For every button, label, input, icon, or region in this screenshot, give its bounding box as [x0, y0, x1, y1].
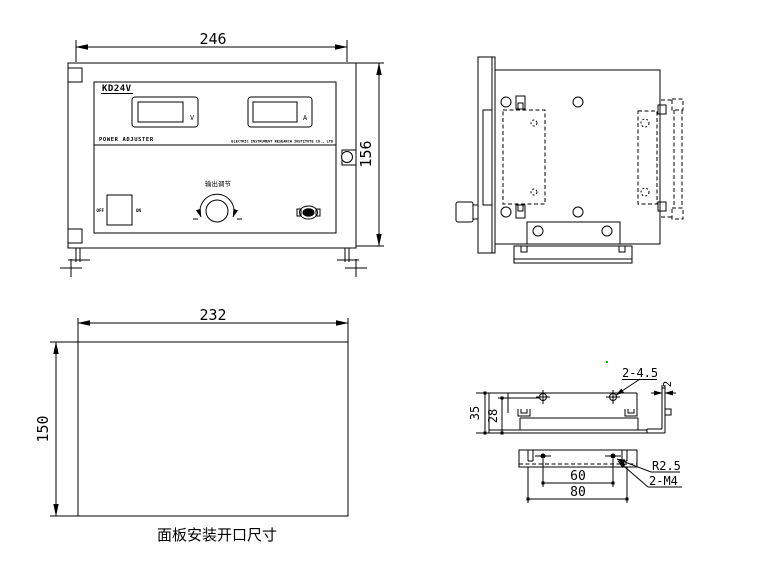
- radius-callout-label: R2.5: [652, 459, 681, 473]
- side-fuse-holder: [341, 149, 357, 166]
- ammeter: A: [247, 96, 313, 128]
- ammeter-unit-label: A: [303, 114, 308, 122]
- bracket-top-view: [518, 449, 638, 468]
- callout-2-m4: 2-M4: [617, 460, 682, 488]
- mounting-bracket-side: [513, 221, 633, 264]
- mounting-foot-right: [337, 248, 367, 277]
- dim-246-label: 246: [199, 30, 226, 48]
- switch-on-label: ON: [136, 208, 142, 213]
- dim-156-label: 156: [357, 140, 375, 167]
- voltmeter-unit-label: V: [190, 114, 195, 122]
- rear-clip-top: [657, 104, 667, 115]
- dim-spacing-60: 60: [541, 459, 615, 487]
- hidden-stud-4: [640, 187, 650, 197]
- knob-rotation-arc: [195, 193, 239, 218]
- panel-opening-view: 232 150 面板安装开口尺寸: [34, 306, 349, 544]
- bracket-side-profile: 2: [646, 381, 676, 434]
- corner-tab-bottom: [67, 228, 83, 244]
- knob-label: 输出调节: [205, 179, 232, 188]
- front-view: 246 156 KD24V V A POWER ADJUSTER: [60, 30, 384, 277]
- panel-face: [93, 81, 337, 234]
- dim-overall-80: 80: [526, 467, 629, 503]
- manufacturer-line: ELECTRIC INSTRUMENT RESEARCH INSTITUTE C…: [231, 140, 333, 144]
- holes-callout-label: 2-4.5: [622, 366, 658, 380]
- mounting-foot-left: [60, 248, 90, 277]
- opening-outline: [77, 341, 349, 517]
- dim-width-232: 232: [77, 306, 349, 342]
- indicator-lamp: [296, 205, 321, 220]
- knob-shaft: [455, 201, 479, 223]
- hidden-stud-3: [640, 118, 650, 128]
- chassis-screw-holes: [500, 96, 584, 218]
- bracket-hole-left: [536, 390, 550, 404]
- dim-height-35: 35: [468, 391, 489, 435]
- model-label: KD24V: [102, 84, 132, 94]
- hidden-stud-1: [530, 119, 538, 127]
- bracket-detail: 2-4.5: [468, 361, 682, 503]
- rear-terminal-strip: [661, 98, 684, 220]
- callout-2-4.5: 2-4.5: [615, 366, 658, 396]
- dim-60-label: 60: [570, 469, 586, 484]
- bezel-recess: [482, 109, 493, 206]
- power-switch[interactable]: OFF ON: [96, 194, 142, 226]
- hidden-rear-outline: [637, 110, 658, 205]
- tapped-hole-right: [605, 453, 621, 459]
- voltmeter: V: [131, 96, 199, 128]
- hidden-meter-outline: [502, 109, 546, 205]
- dim-2-label: 2: [661, 381, 674, 388]
- dim-28-label: 28: [486, 409, 500, 423]
- corner-tab-top: [67, 67, 83, 83]
- dim-height-28: 28: [486, 396, 540, 435]
- callout-r2.5: R2.5: [616, 458, 681, 473]
- stray-green-pixel: [606, 361, 608, 363]
- dim-height-150: 150: [34, 341, 78, 517]
- panel-title: POWER ADJUSTER: [99, 137, 154, 143]
- thread-callout-label: 2-M4: [649, 474, 678, 488]
- adjust-knob[interactable]: 输出调节: [193, 179, 242, 223]
- switch-off-label: OFF: [96, 208, 104, 213]
- tapped-hole-left: [535, 453, 551, 459]
- dim-80-label: 80: [570, 485, 586, 500]
- dim-height-156: 156: [356, 62, 384, 247]
- hidden-stud-2: [530, 188, 538, 196]
- meter-clips: [515, 95, 526, 219]
- dim-width-246: 246: [75, 30, 348, 62]
- bracket-front-elevation: [488, 390, 648, 434]
- dim-150-label: 150: [34, 415, 52, 442]
- dim-232-label: 232: [199, 306, 226, 324]
- rear-clip-bottom: [657, 201, 667, 212]
- dim-35-label: 35: [468, 406, 482, 420]
- side-view: [455, 56, 684, 264]
- bracket-hole-right: [606, 390, 620, 404]
- opening-caption: 面板安装开口尺寸: [157, 526, 277, 544]
